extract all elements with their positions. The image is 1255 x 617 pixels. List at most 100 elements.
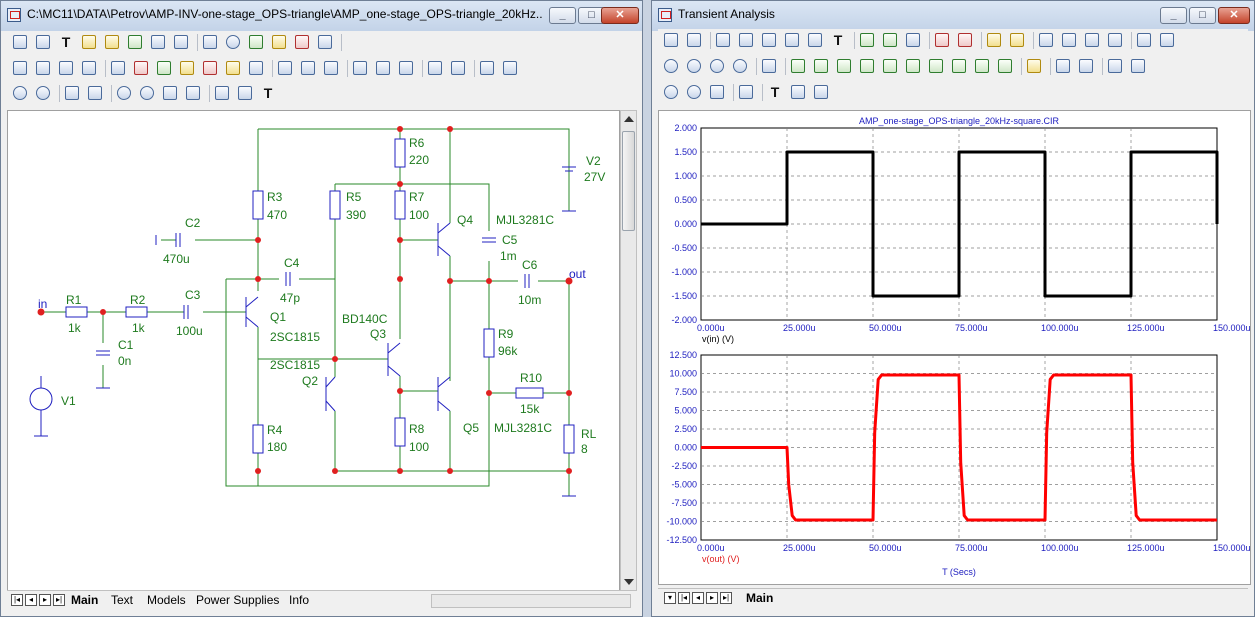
rtb2-tool-8-icon[interactable]: [812, 57, 830, 75]
ltb1-tool-11-icon[interactable]: [247, 33, 265, 51]
ltb3-tool-4-icon[interactable]: [86, 84, 104, 102]
first-page-icon[interactable]: |◂: [11, 594, 23, 606]
minimize-button[interactable]: _: [1160, 7, 1187, 24]
rtb2-tool-9-icon[interactable]: [835, 57, 853, 75]
rtb1-tool-15-icon[interactable]: [956, 31, 974, 49]
scroll-up-icon[interactable]: [624, 116, 634, 122]
ltb1-tool-3-icon[interactable]: [80, 33, 98, 51]
rtb3-tool-8-icon[interactable]: [812, 83, 830, 101]
scroll-down-icon[interactable]: [624, 579, 634, 585]
tab-text[interactable]: Text: [111, 593, 134, 607]
ltb2-tool-3-icon[interactable]: [80, 59, 98, 77]
prev-page-icon[interactable]: ◂: [692, 592, 704, 604]
rtb1-tool-7-icon[interactable]: [806, 31, 824, 49]
tab-dropdown-icon[interactable]: ▾: [664, 592, 676, 604]
analysis-title-bar[interactable]: Transient Analysis _ □ ✕: [652, 1, 1254, 31]
rtb3-tool-0-icon[interactable]: [662, 83, 680, 101]
rtb1-tool-23-icon[interactable]: [1106, 31, 1124, 49]
rtb2-tool-0-icon[interactable]: [662, 57, 680, 75]
rtb1-tool-6-icon[interactable]: [783, 31, 801, 49]
ltb2-tool-13-icon[interactable]: [276, 59, 294, 77]
ltb1-tool-4-icon[interactable]: [103, 33, 121, 51]
ltb3-tool-0-icon[interactable]: [11, 84, 29, 102]
ltb2-tool-8-icon[interactable]: [178, 59, 196, 77]
rtb3-tool-7-icon[interactable]: [789, 83, 807, 101]
ltb3-tool-9-icon[interactable]: [184, 84, 202, 102]
tab-models[interactable]: Models: [147, 593, 186, 607]
tab-main[interactable]: Main: [746, 591, 774, 605]
last-page-icon[interactable]: ▸|: [720, 592, 732, 604]
rtb1-tool-26-icon[interactable]: [1158, 31, 1176, 49]
ltb1-tool-1-icon[interactable]: [34, 33, 52, 51]
rtb1-tool-25-icon[interactable]: [1135, 31, 1153, 49]
rtb1-tool-4-icon[interactable]: [737, 31, 755, 49]
rtb3-tool-4-icon[interactable]: [737, 83, 755, 101]
schematic-vertical-scrollbar[interactable]: [620, 110, 637, 591]
minimize-button[interactable]: _: [549, 7, 576, 24]
rtb1-tool-14-icon[interactable]: [933, 31, 951, 49]
ltb2-tool-9-icon[interactable]: [201, 59, 219, 77]
ltb3-tool-7-icon[interactable]: [138, 84, 156, 102]
ltb3-tool-6-icon[interactable]: [115, 84, 133, 102]
ltb1-tool-7-icon[interactable]: [172, 33, 190, 51]
ltb2-tool-2-icon[interactable]: [57, 59, 75, 77]
next-page-icon[interactable]: ▸: [39, 594, 51, 606]
tab-power-supplies[interactable]: Power Supplies: [196, 593, 280, 607]
rtb2-tool-21-icon[interactable]: [1077, 57, 1095, 75]
close-button[interactable]: ✕: [1218, 7, 1250, 24]
rtb1-tool-12-icon[interactable]: [904, 31, 922, 49]
rtb2-tool-12-icon[interactable]: [904, 57, 922, 75]
ltb2-tool-14-icon[interactable]: [299, 59, 317, 77]
ltb2-tool-24-icon[interactable]: [478, 59, 496, 77]
rtb2-tool-15-icon[interactable]: [973, 57, 991, 75]
tab-info[interactable]: Info: [289, 593, 310, 607]
ltb3-tool-8-icon[interactable]: [161, 84, 179, 102]
rtb1-tool-3-icon[interactable]: [714, 31, 732, 49]
rtb2-tool-20-icon[interactable]: [1054, 57, 1072, 75]
ltb1-tool-12-icon[interactable]: [270, 33, 288, 51]
schematic-title-bar[interactable]: C:\MC11\DATA\Petrov\AMP-INV-one-stage_OP…: [1, 1, 642, 31]
rtb2-tool-18-icon[interactable]: [1025, 57, 1043, 75]
rtb2-tool-5-icon[interactable]: [760, 57, 778, 75]
schematic-canvas[interactable]: in out R1 1k R2 1k C1 0n C2 470u C3 100u…: [7, 110, 620, 591]
ltb2-tool-25-icon[interactable]: [501, 59, 519, 77]
rtb1-tool-11-icon[interactable]: [881, 31, 899, 49]
ltb2-tool-5-icon[interactable]: [109, 59, 127, 77]
ltb1-tool-6-icon[interactable]: [149, 33, 167, 51]
ltb1-tool-2-icon[interactable]: T: [61, 34, 71, 50]
rtb1-tool-21-icon[interactable]: [1060, 31, 1078, 49]
rtb3-tool-1-icon[interactable]: [685, 83, 703, 101]
prev-page-icon[interactable]: ◂: [25, 594, 37, 606]
ltb2-tool-17-icon[interactable]: [351, 59, 369, 77]
ltb1-tool-9-icon[interactable]: [201, 33, 219, 51]
rtb2-tool-3-icon[interactable]: [731, 57, 749, 75]
ltb2-tool-22-icon[interactable]: [449, 59, 467, 77]
ltb2-tool-19-icon[interactable]: [397, 59, 415, 77]
ltb2-tool-1-icon[interactable]: [34, 59, 52, 77]
rtb1-tool-5-icon[interactable]: [760, 31, 778, 49]
rtb1-tool-17-icon[interactable]: [985, 31, 1003, 49]
rtb1-tool-22-icon[interactable]: [1083, 31, 1101, 49]
rtb1-tool-8-icon[interactable]: T: [833, 32, 843, 48]
rtb1-tool-10-icon[interactable]: [858, 31, 876, 49]
rtb2-tool-11-icon[interactable]: [881, 57, 899, 75]
rtb2-tool-1-icon[interactable]: [685, 57, 703, 75]
maximize-button[interactable]: □: [1189, 7, 1216, 24]
rtb3-tool-2-icon[interactable]: [708, 83, 726, 101]
rtb3-tool-6-icon[interactable]: T: [770, 84, 780, 100]
rtb1-tool-1-icon[interactable]: [685, 31, 703, 49]
first-page-icon[interactable]: |◂: [678, 592, 690, 604]
ltb1-tool-5-icon[interactable]: [126, 33, 144, 51]
rtb2-tool-23-icon[interactable]: [1106, 57, 1124, 75]
last-page-icon[interactable]: ▸|: [53, 594, 65, 606]
rtb2-tool-7-icon[interactable]: [789, 57, 807, 75]
schematic-horizontal-scrollbar[interactable]: [431, 594, 631, 608]
tab-main[interactable]: Main: [71, 593, 99, 607]
scroll-thumb[interactable]: [622, 131, 635, 231]
ltb2-tool-15-icon[interactable]: [322, 59, 340, 77]
schematic-drawing[interactable]: in out R1 1k R2 1k C1 0n C2 470u C3 100u…: [8, 111, 619, 590]
ltb3-tool-3-icon[interactable]: [63, 84, 81, 102]
ltb3-tool-12-icon[interactable]: [236, 84, 254, 102]
next-page-icon[interactable]: ▸: [706, 592, 718, 604]
ltb2-tool-18-icon[interactable]: [374, 59, 392, 77]
